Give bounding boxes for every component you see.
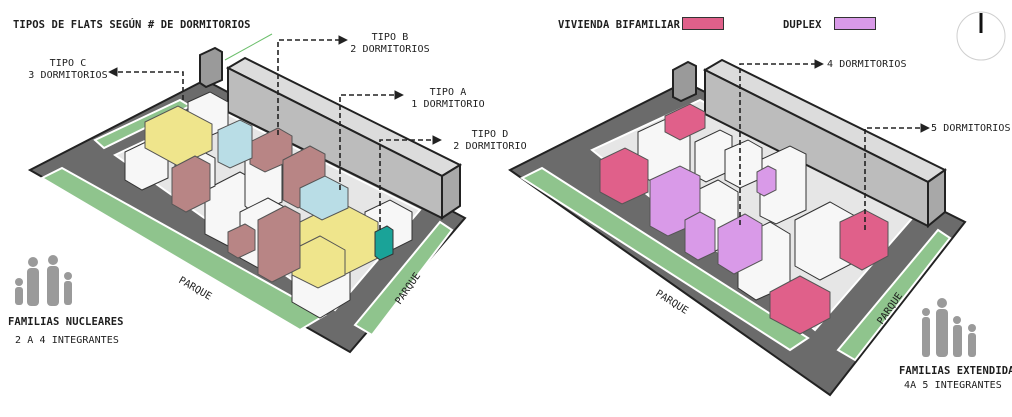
- left-tipo-a-blocks: [217, 119, 349, 221]
- legend-duplex-label: DUPLEX: [783, 19, 822, 31]
- left-tipo-c-blocks: [144, 105, 379, 289]
- legend-bifamiliar-swatch: [682, 17, 724, 30]
- right-family-title: FAMILIAS EXTENDIDAS: [899, 365, 1012, 377]
- callout-4-dormitorios: 4 DORMITORIOS: [827, 59, 907, 70]
- right-family-detail: 4A 5 INTEGRANTES: [904, 380, 1002, 391]
- callout-tipo-b: TIPO B 2 DORMITORIOS: [348, 32, 432, 56]
- right-family-silhouette: [922, 298, 976, 357]
- callout-tipo-a-detail: 1 DORMITORIO: [411, 99, 485, 110]
- left-panel-title: TIPOS DE FLATS SEGÚN # DE DORMITORIOS: [13, 19, 251, 31]
- legend-bifamiliar-label: VIVIENDA BIFAMILIAR: [558, 19, 681, 31]
- callout-tipo-c-name: TIPO C: [49, 58, 87, 69]
- left-tree-line: [224, 33, 273, 61]
- right-tower-end: [927, 168, 946, 229]
- left-family-title: FAMILIAS NUCLEARES: [8, 316, 124, 328]
- callout-tipo-b-name: TIPO B: [371, 32, 409, 43]
- right-park-strip-right: [836, 228, 952, 362]
- north-compass-icon: [956, 11, 1006, 61]
- right-park-strip-front: [519, 166, 810, 352]
- callout-tipo-a: TIPO A 1 DORMITORIO: [406, 87, 490, 111]
- left-block: [27, 33, 467, 354]
- right-duplex-blocks: [649, 165, 777, 275]
- left-chimney: [199, 46, 223, 89]
- callout-5-dormitorios: 5 DORMITORIOS: [931, 123, 1011, 134]
- right-chimney: [672, 60, 697, 103]
- left-tower-end: [441, 163, 461, 220]
- left-tipo-d-block: [374, 225, 394, 261]
- callout-tipo-b-detail: 2 DORMITORIOS: [350, 44, 430, 55]
- left-family-detail: 2 A 4 INTEGRANTES: [15, 335, 120, 346]
- callout-tipo-d-detail: 2 DORMITORIO: [453, 141, 527, 152]
- left-callout-arrows: [108, 35, 442, 230]
- right-block: [508, 58, 967, 397]
- callout-tipo-a-name: TIPO A: [429, 87, 467, 98]
- callout-tipo-d: TIPO D 2 DORMITORIO: [448, 129, 532, 153]
- left-family-silhouette: [15, 255, 72, 306]
- legend-duplex-swatch: [834, 17, 876, 30]
- left-tipo-b-blocks: [171, 127, 326, 283]
- right-callout-arrows: [739, 59, 930, 230]
- left-park-strip-right: [353, 220, 454, 337]
- left-park-label-front: PARQUE: [177, 275, 214, 303]
- callout-tipo-c: TIPO C 3 DORMITORIOS: [26, 58, 110, 82]
- callout-tipo-d-name: TIPO D: [471, 129, 509, 140]
- callout-tipo-c-detail: 3 DORMITORIOS: [28, 70, 108, 81]
